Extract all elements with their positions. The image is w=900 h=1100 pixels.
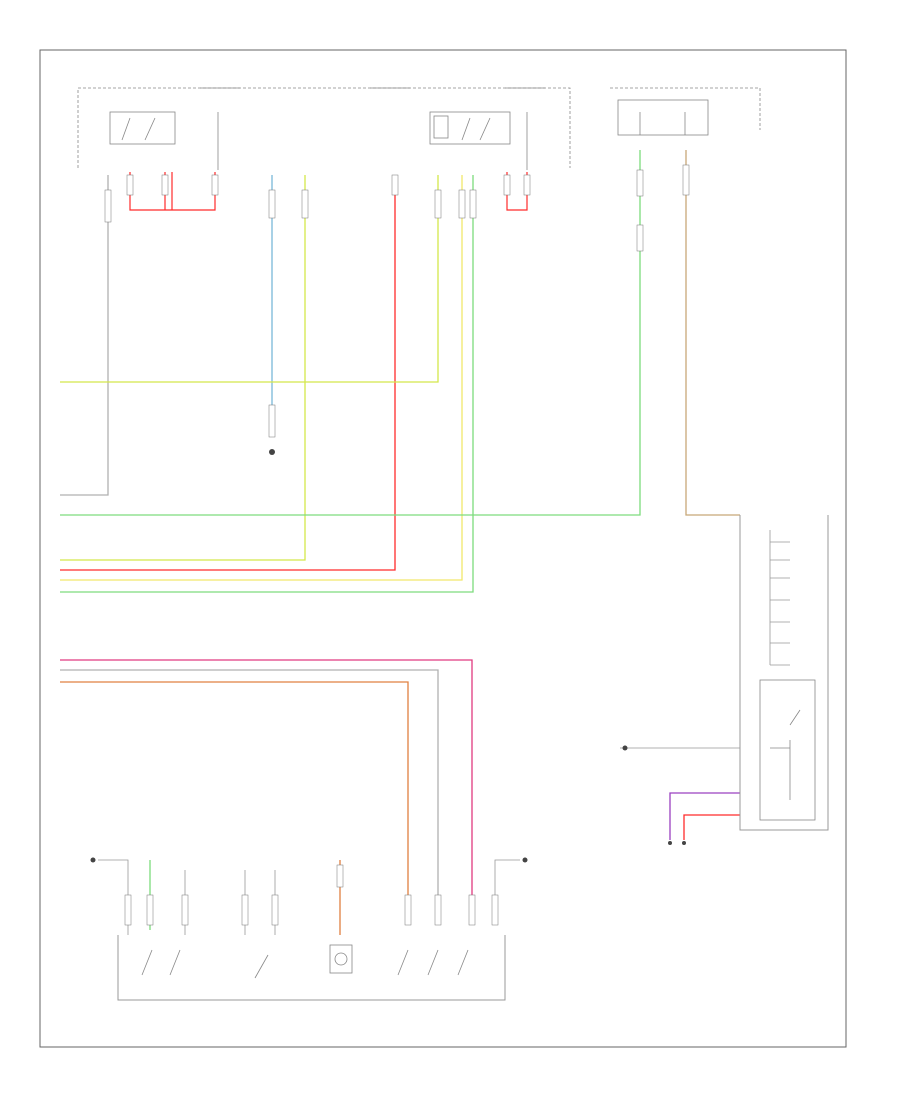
relay-switch-contact bbox=[144, 117, 156, 141]
connector bbox=[404, 894, 412, 926]
connector bbox=[434, 894, 442, 926]
ground-terminal bbox=[90, 857, 96, 863]
cluster-outline bbox=[739, 515, 829, 831]
orange-wire bbox=[60, 681, 409, 895]
ground-terminal bbox=[682, 841, 686, 845]
tan-wire-to-meter bbox=[685, 150, 740, 516]
connector bbox=[469, 189, 477, 219]
connector bbox=[268, 404, 276, 438]
cluster-switch bbox=[789, 709, 801, 726]
connector bbox=[523, 174, 531, 196]
left-relay-box bbox=[109, 111, 176, 145]
lead-right-ground bbox=[494, 859, 520, 895]
connector bbox=[104, 189, 112, 223]
yellow-green-wire-upper bbox=[60, 175, 439, 383]
connector bbox=[161, 174, 169, 196]
connector bbox=[126, 174, 134, 196]
switch-contact bbox=[169, 949, 181, 976]
connector bbox=[468, 894, 476, 926]
connector bbox=[241, 894, 249, 926]
connector bbox=[268, 189, 276, 219]
main-wires bbox=[60, 150, 740, 935]
ground-terminal bbox=[622, 745, 628, 751]
green-wire-lower bbox=[60, 175, 474, 593]
relay-switch-contact bbox=[479, 117, 491, 141]
connector bbox=[491, 894, 499, 926]
switch-block-outline bbox=[117, 935, 506, 1001]
bottom-switch-assembly bbox=[117, 935, 506, 1001]
ground-terminal bbox=[668, 841, 672, 845]
relay-switch-contact bbox=[461, 117, 471, 141]
connector bbox=[124, 894, 132, 926]
pink-wire bbox=[60, 659, 473, 895]
connector bbox=[211, 174, 219, 196]
relay-switch-contact bbox=[121, 117, 131, 141]
yellow-wire bbox=[60, 175, 463, 581]
indicator-lamp-box bbox=[329, 944, 353, 974]
bottom-leads bbox=[98, 747, 740, 935]
connector bbox=[503, 174, 511, 196]
right-fuse-dashed-outline bbox=[610, 87, 761, 130]
connector bbox=[458, 189, 466, 219]
connector bbox=[336, 864, 344, 888]
gray-wire-lower bbox=[60, 669, 439, 895]
switch-contact bbox=[397, 949, 409, 976]
connectors bbox=[104, 164, 690, 926]
left-relay bbox=[109, 111, 219, 170]
indicator-lamp bbox=[334, 952, 348, 966]
center-relay bbox=[429, 111, 528, 170]
red-wire-main bbox=[60, 175, 396, 571]
cluster-inner-box bbox=[759, 679, 816, 821]
yellow-green-wire bbox=[60, 175, 306, 561]
lead-left-ground bbox=[98, 859, 129, 935]
connector bbox=[271, 894, 279, 926]
connector bbox=[181, 894, 189, 926]
diagram-frame bbox=[39, 49, 847, 1048]
switch-contact bbox=[141, 949, 153, 976]
junction-box-outline bbox=[617, 99, 709, 136]
connector bbox=[391, 174, 399, 196]
connector bbox=[636, 169, 644, 197]
switch-contact bbox=[457, 949, 469, 976]
gray-wire-left-vertical bbox=[60, 175, 109, 496]
connector bbox=[301, 189, 309, 219]
violet-wire bbox=[669, 792, 740, 840]
relay-coil bbox=[433, 115, 449, 139]
switch-contact bbox=[427, 949, 439, 976]
fuse-box-dashed-outline bbox=[77, 87, 571, 168]
ground-terminals bbox=[90, 449, 686, 863]
top-fuse-boxes bbox=[77, 87, 761, 168]
connector bbox=[434, 189, 442, 219]
connector bbox=[682, 164, 690, 196]
connector bbox=[146, 894, 154, 926]
red-wire-cluster bbox=[683, 814, 740, 840]
ground-terminal bbox=[522, 857, 528, 863]
center-relay-box bbox=[429, 111, 511, 145]
top-red-jumpers bbox=[129, 172, 528, 211]
right-junction-box bbox=[617, 99, 709, 136]
ground-terminal bbox=[269, 449, 275, 455]
instrument-cluster bbox=[739, 515, 829, 831]
green-wire-long bbox=[60, 150, 641, 516]
switch-contact bbox=[254, 954, 269, 979]
connector bbox=[636, 224, 644, 252]
